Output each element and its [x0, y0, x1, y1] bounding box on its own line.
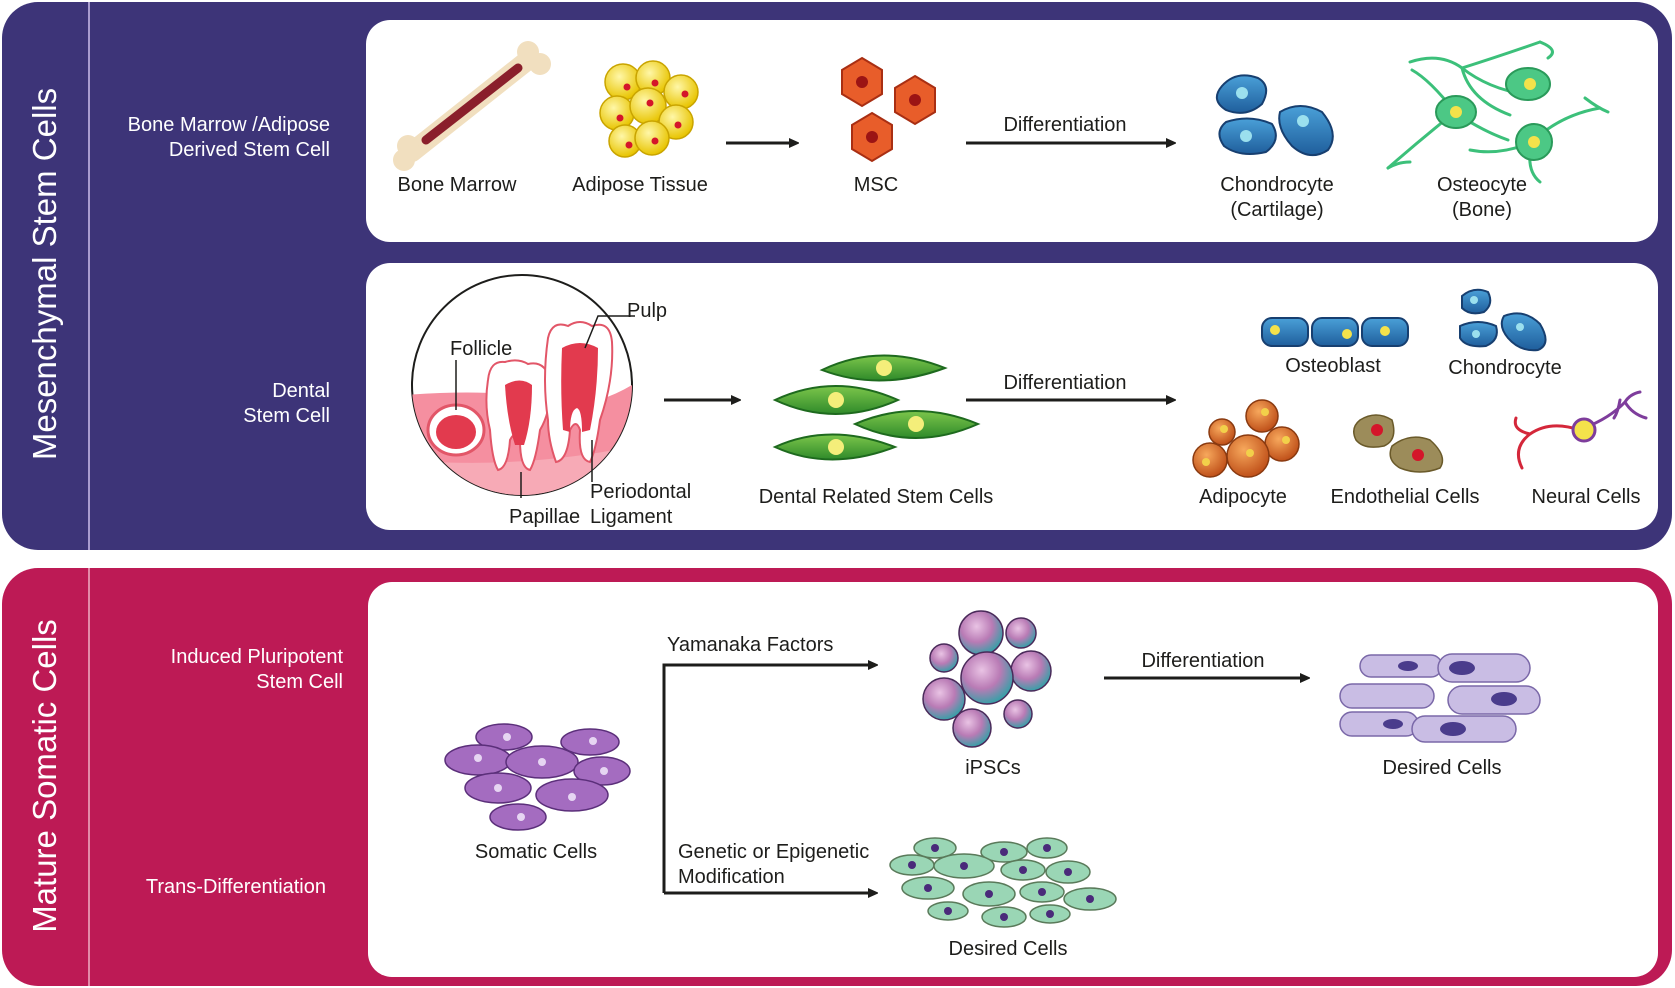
- adipocyte-label: Adipocyte: [1199, 486, 1287, 508]
- adipocyte-icon: [1192, 399, 1300, 478]
- bm-adipose-row-label: Bone Marrow /Adipose Derived Stem Cell: [127, 114, 330, 161]
- papillae-label: Papillae: [509, 506, 581, 528]
- differentiation-label: Differentiation: [1003, 372, 1127, 394]
- somatic-cells-label: Somatic Cells: [474, 841, 598, 863]
- desired-cells-label: Desired Cells: [948, 938, 1068, 960]
- section-divider: [88, 568, 90, 986]
- bone-icon: [393, 41, 551, 171]
- genetic-modification-label: Genetic or Epigenetic Modification: [678, 841, 870, 888]
- differentiation-label: Differentiation: [1141, 650, 1265, 672]
- tooth-section-icon: [411, 274, 635, 498]
- osteoblast-icon: [1261, 317, 1409, 347]
- dental-stem-cells-icon: [772, 354, 981, 461]
- yamanaka-factors-label: Yamanaka Factors: [667, 634, 834, 656]
- follicle-label: Follicle: [450, 338, 513, 360]
- arrows: [662, 143, 1306, 893]
- desired-cells-label: Desired Cells: [1382, 757, 1502, 779]
- pulp-label: Pulp: [627, 300, 668, 322]
- desired-cells-green-icon: [889, 837, 1117, 928]
- desired-cells-purple-icon: [1339, 653, 1541, 743]
- periodontal-label: Periodontal: [590, 481, 692, 503]
- somatic-cells-icon: [444, 723, 631, 831]
- chondrocyte-label: Chondrocyte: [1448, 357, 1562, 379]
- chondrocyte-cells-icon: [1215, 74, 1334, 157]
- osteocyte-cells-icon: [1386, 40, 1610, 184]
- trans-diff-row-label: Trans-Differentiation: [145, 876, 326, 898]
- adipose-cluster-icon: [599, 60, 699, 158]
- neural-cell-icon: [1513, 390, 1648, 470]
- ipsc-row-label: Induced Pluripotent Stem Cell: [170, 646, 343, 693]
- chondrocyte-cartilage-label: Chondrocyte (Cartilage): [1220, 174, 1334, 221]
- dental-related-stem-cells-label: Dental Related Stem Cells: [758, 486, 994, 508]
- adipose-tissue-label: Adipose Tissue: [572, 174, 708, 196]
- ipsc-cluster-icon: [922, 610, 1052, 748]
- osteoblast-label: Osteoblast: [1285, 355, 1381, 377]
- neural-cells-label: Neural Cells: [1531, 486, 1641, 508]
- msc-cells-icon: [841, 56, 936, 163]
- differentiation-label: Differentiation: [1003, 114, 1127, 136]
- msc-label: MSC: [853, 174, 899, 196]
- section-divider: [88, 2, 90, 550]
- bone-marrow-label: Bone Marrow: [397, 174, 517, 196]
- bm-adipose-card: [366, 20, 1658, 242]
- endothelial-icon: [1353, 414, 1444, 473]
- dental-row-label: Dental Stem Cell: [243, 380, 330, 427]
- ipscs-label: iPSCs: [965, 757, 1021, 779]
- ligament-label: Ligament: [590, 506, 673, 528]
- osteocyte-bone-label: Osteocyte (Bone): [1436, 174, 1528, 221]
- arrow-yamanaka: [662, 665, 874, 893]
- endothelial-cells-label: Endothelial Cells: [1330, 486, 1480, 508]
- chondrocyte-cells-icon: [1459, 288, 1547, 352]
